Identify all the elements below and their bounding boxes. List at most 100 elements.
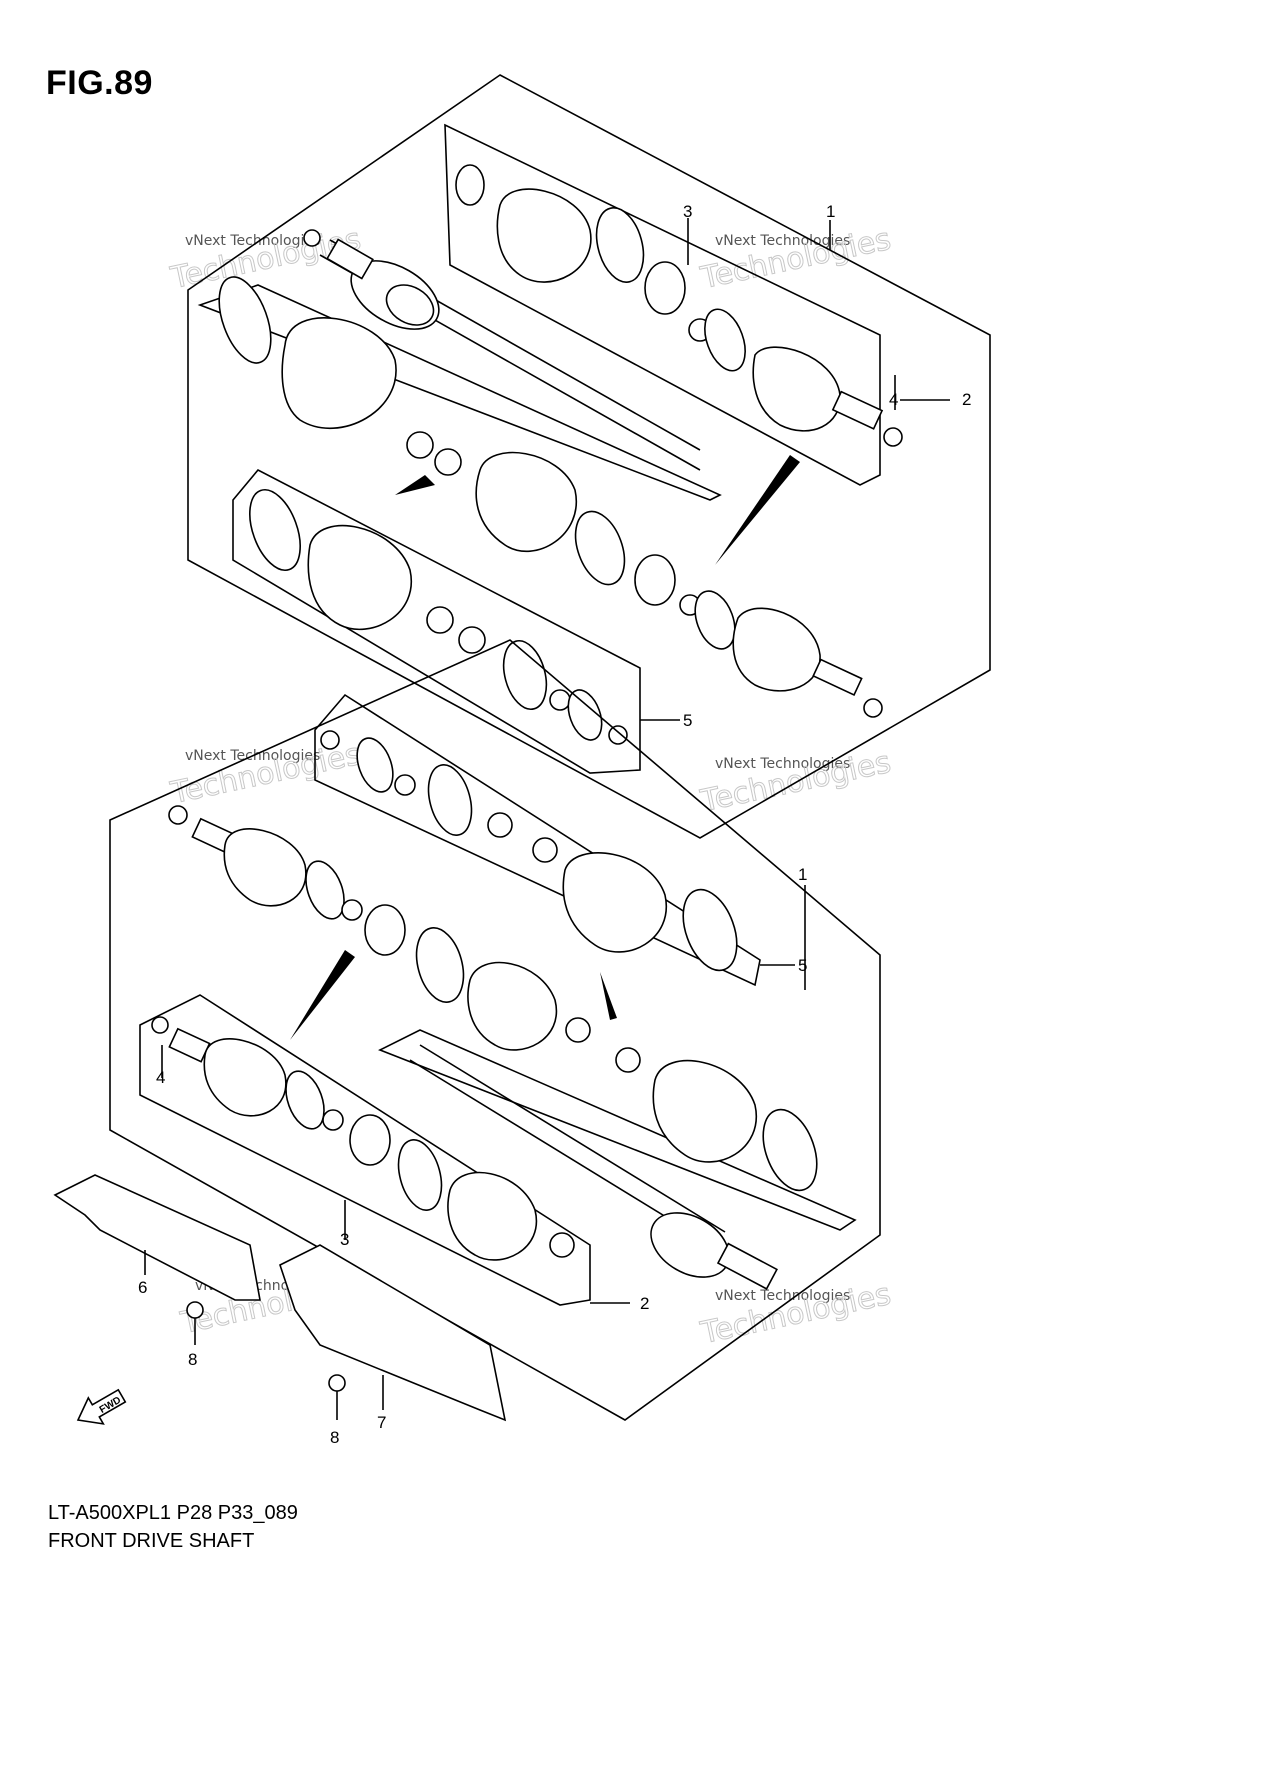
boot-clamp — [549, 1232, 575, 1258]
snap-ring — [168, 805, 188, 825]
boot-clamp — [426, 606, 454, 634]
outer-cv-joint — [650, 1212, 730, 1278]
boot-clamp — [455, 164, 485, 206]
snap-ring — [151, 1016, 169, 1034]
cv-boot — [281, 317, 397, 430]
guard-plate-7 — [279, 1244, 507, 1422]
inner-spline — [168, 1027, 211, 1063]
callout-5: 5 — [798, 956, 807, 975]
cv-boot — [652, 1059, 758, 1163]
circlip — [549, 689, 571, 711]
snap-ring — [694, 590, 736, 650]
callout-6: 6 — [138, 1278, 147, 1297]
boot-clamp — [565, 1017, 591, 1043]
watermark-text: vNext Technologies — [185, 233, 320, 249]
watermark-text: vNext Technologies — [715, 1288, 850, 1304]
boot-band — [595, 207, 645, 283]
snap-ring — [303, 229, 321, 247]
assembly-arrow — [600, 972, 617, 1020]
guard-plate-6 — [53, 1174, 261, 1301]
inner-cv-housing — [223, 828, 307, 907]
callout-4: 4 — [889, 390, 898, 409]
cv-boot — [447, 1171, 538, 1261]
fwd-indicator: FWD — [76, 1388, 127, 1425]
cv-boot — [496, 188, 592, 283]
cv-boot — [562, 852, 668, 953]
inner-spline — [831, 390, 884, 430]
boot-clamp — [487, 812, 513, 838]
inner-race — [634, 554, 676, 606]
outer-spline — [326, 238, 374, 280]
callout-labels: 1 3 2 4 5 1 5 4 3 2 6 8 7 8 — [138, 202, 971, 1447]
callout-leaders — [144, 218, 950, 1410]
circlip — [322, 1109, 344, 1131]
callout-1: 1 — [798, 865, 807, 884]
boot-band — [502, 639, 548, 711]
snap-ring — [305, 860, 345, 920]
boot-band — [397, 1139, 443, 1211]
assembly-arrow — [395, 475, 435, 495]
callout-8: 8 — [330, 1428, 339, 1447]
fwd-arrow-icon — [76, 1388, 127, 1425]
callout-4: 4 — [156, 1068, 165, 1087]
cv-boot — [467, 961, 558, 1051]
boot-clamp — [434, 448, 462, 476]
outline-kit-5 — [232, 468, 641, 774]
boot-band — [249, 489, 301, 571]
fwd-label: FWD — [98, 1395, 123, 1416]
inner-race — [364, 904, 406, 956]
inner-race — [644, 261, 686, 315]
circlip — [341, 899, 363, 921]
outline-kit-5 — [314, 693, 761, 987]
snap-ring — [567, 689, 603, 741]
boot-band — [682, 888, 738, 972]
callout-3: 3 — [683, 202, 692, 221]
watermark-text: vNext Technologies — [715, 756, 850, 772]
assembly-arrow — [715, 455, 800, 565]
axle-shaft-line — [419, 1044, 726, 1233]
bolt-8 — [186, 1301, 204, 1319]
assembly-arrow — [290, 950, 355, 1040]
boot-band — [762, 1108, 818, 1192]
figure-title: FIG.89 — [46, 64, 153, 102]
inner-cv-housing — [203, 1038, 287, 1117]
boot-band — [427, 764, 473, 836]
callout-3: 3 — [340, 1230, 349, 1249]
inner-spline — [812, 658, 863, 696]
bottom-assembly — [109, 639, 881, 1421]
callout-7: 7 — [377, 1413, 386, 1432]
cv-boot — [307, 524, 413, 631]
inner-cv-housing — [752, 346, 841, 432]
snap-ring — [704, 308, 746, 372]
snap-ring — [863, 698, 883, 718]
callout-2: 2 — [962, 390, 971, 409]
outer-spline — [716, 1242, 778, 1290]
figure-description: FRONT DRIVE SHAFT — [48, 1530, 255, 1552]
guard-plates — [53, 1174, 507, 1422]
bolt-8 — [328, 1374, 346, 1392]
boot-clamp — [615, 1047, 641, 1073]
watermark-text: vNext Technologies — [715, 233, 850, 249]
snap-ring — [285, 1070, 325, 1130]
boot-clamp — [532, 837, 558, 863]
outline-assembly-1 — [109, 639, 881, 1421]
snap-ring — [883, 427, 903, 447]
boot-band — [218, 276, 272, 364]
callout-2: 2 — [640, 1294, 649, 1313]
snap-ring — [608, 725, 628, 745]
boot-band — [574, 510, 626, 586]
snap-ring — [356, 737, 394, 793]
circlip — [394, 774, 416, 796]
outline-boot-set — [378, 1029, 857, 1231]
boot-band — [415, 927, 465, 1003]
outer-cv-joint-face — [385, 284, 435, 326]
callout-1: 1 — [826, 202, 835, 221]
cv-boot — [475, 451, 578, 552]
snap-ring — [320, 730, 340, 750]
callout-5: 5 — [683, 711, 692, 730]
boot-clamp — [458, 626, 486, 654]
boot-clamp — [406, 431, 434, 459]
outline-assembly-1 — [187, 74, 991, 839]
top-assembly — [187, 74, 991, 839]
